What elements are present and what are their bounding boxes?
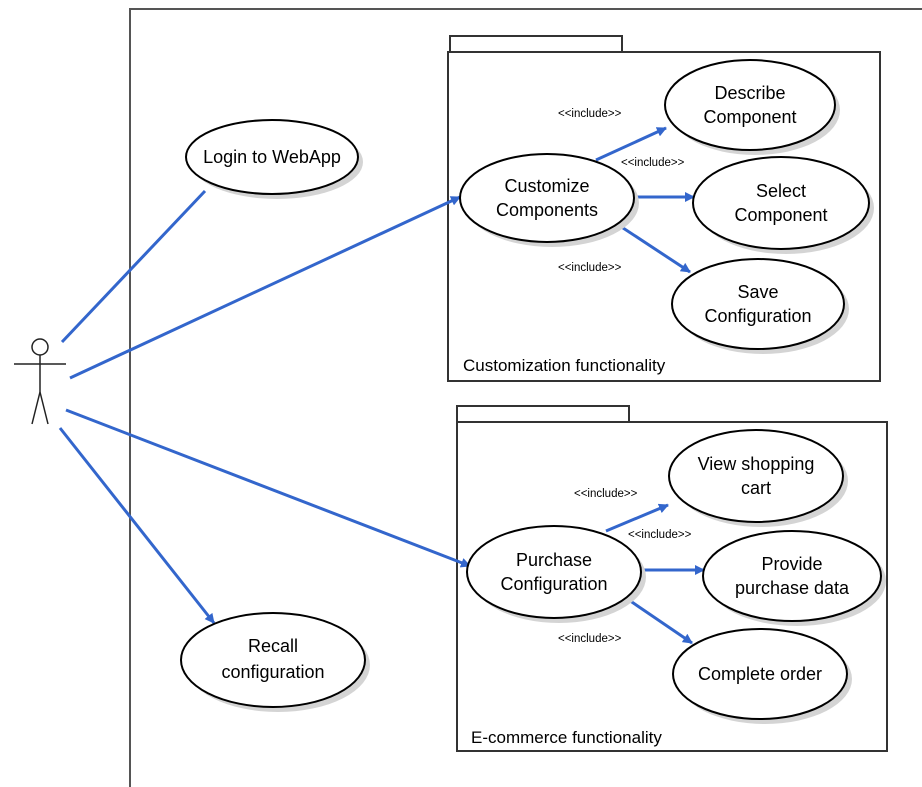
include-save: [619, 224, 691, 274]
use-case-describe[interactable]: Describe Component: [664, 59, 840, 155]
use-case-purchase[interactable]: Purchase Configuration: [466, 525, 646, 623]
package-ecommerce-label: E-commerce functionality: [471, 728, 662, 747]
use-case-customize-label-line-2: Components: [496, 200, 598, 220]
association-recall: [58, 427, 216, 624]
use-case-login[interactable]: Login to WebApp: [185, 119, 363, 199]
include-label: <<include>>: [628, 529, 692, 541]
use-case-describe-label-line-1: Describe: [714, 83, 785, 103]
include-view-cart: [605, 503, 669, 533]
use-case-recall-label-line-1: Recall: [248, 636, 298, 656]
association-purchase: [65, 408, 471, 568]
include-describe: [595, 126, 667, 162]
use-case-purchase-label-line-2: Configuration: [500, 574, 607, 594]
include-label: <<include>>: [621, 157, 685, 169]
include-complete-order: [622, 594, 693, 645]
use-case-customize[interactable]: Customize Components: [459, 153, 639, 247]
use-case-save[interactable]: Save Configuration: [671, 258, 849, 354]
use-case-select-label-line-1: Select: [756, 181, 806, 201]
use-case-purchase-label-line-1: Purchase: [516, 550, 592, 570]
use-case-recall[interactable]: Recall configuration: [180, 612, 370, 712]
association-customize: [69, 195, 461, 380]
actor-user-icon: [14, 338, 66, 425]
use-case-select-label-line-2: Component: [734, 205, 827, 225]
include-label: <<include>>: [558, 108, 622, 120]
use-case-provide-data-label-line-1: Provide: [761, 554, 822, 574]
use-case-login-label: Login to WebApp: [203, 147, 341, 167]
use-case-describe-label-line-2: Component: [703, 107, 796, 127]
system-boundary: [129, 8, 922, 787]
use-case-provide-data[interactable]: Provide purchase data: [702, 530, 886, 626]
use-case-save-label-line-1: Save: [737, 282, 778, 302]
use-case-recall-label-line-2: configuration: [221, 662, 324, 682]
use-case-select[interactable]: Select Component: [692, 156, 874, 254]
association-login: [60, 189, 207, 344]
use-case-customize-label-line-1: Customize: [504, 176, 589, 196]
use-case-complete-order[interactable]: Complete order: [672, 628, 852, 724]
use-case-complete-order-label: Complete order: [698, 664, 822, 684]
use-case-save-label-line-2: Configuration: [704, 306, 811, 326]
use-case-provide-data-label-line-2: purchase data: [735, 578, 850, 598]
package-customization-label: Customization functionality: [463, 356, 666, 375]
use-case-view-cart-label-line-1: View shopping: [698, 454, 815, 474]
include-label: <<include>>: [574, 488, 638, 500]
use-case-view-cart[interactable]: View shopping cart: [668, 429, 848, 527]
include-label: <<include>>: [558, 633, 622, 645]
use-case-view-cart-label-line-2: cart: [741, 478, 771, 498]
include-label: <<include>>: [558, 262, 622, 274]
